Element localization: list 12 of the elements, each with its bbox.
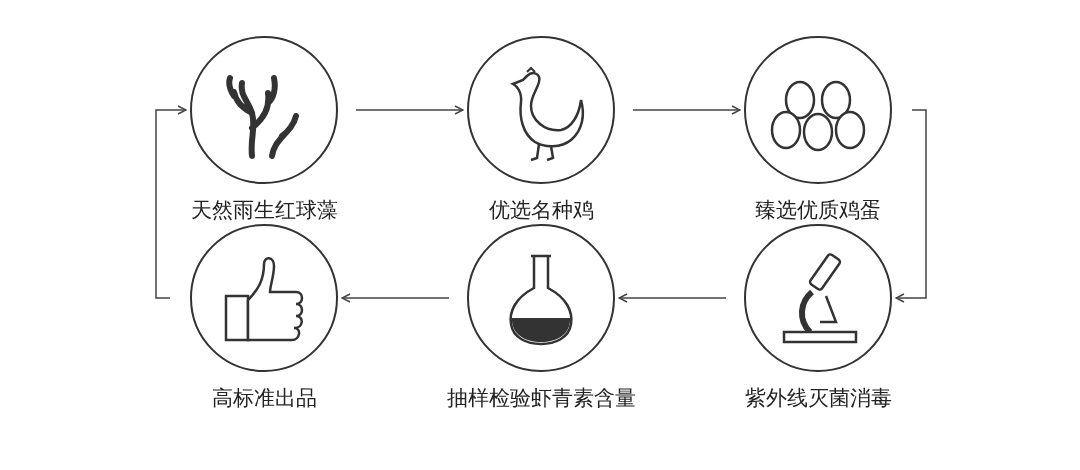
step-label: 优选名种鸡 xyxy=(488,197,594,224)
arrow xyxy=(341,293,450,303)
step-label: 天然雨生红球藻 xyxy=(190,197,338,224)
step-label: 紫外线灭菌消毒 xyxy=(744,385,892,412)
arrow xyxy=(155,105,187,299)
arrow xyxy=(355,105,464,115)
arrow xyxy=(895,109,927,303)
arrow xyxy=(632,105,741,115)
arrow xyxy=(618,293,727,303)
step-label: 高标准出品 xyxy=(211,385,317,412)
step-label: 臻选优质鸡蛋 xyxy=(755,197,881,224)
step-label: 抽样检验虾青素含量 xyxy=(446,385,636,412)
